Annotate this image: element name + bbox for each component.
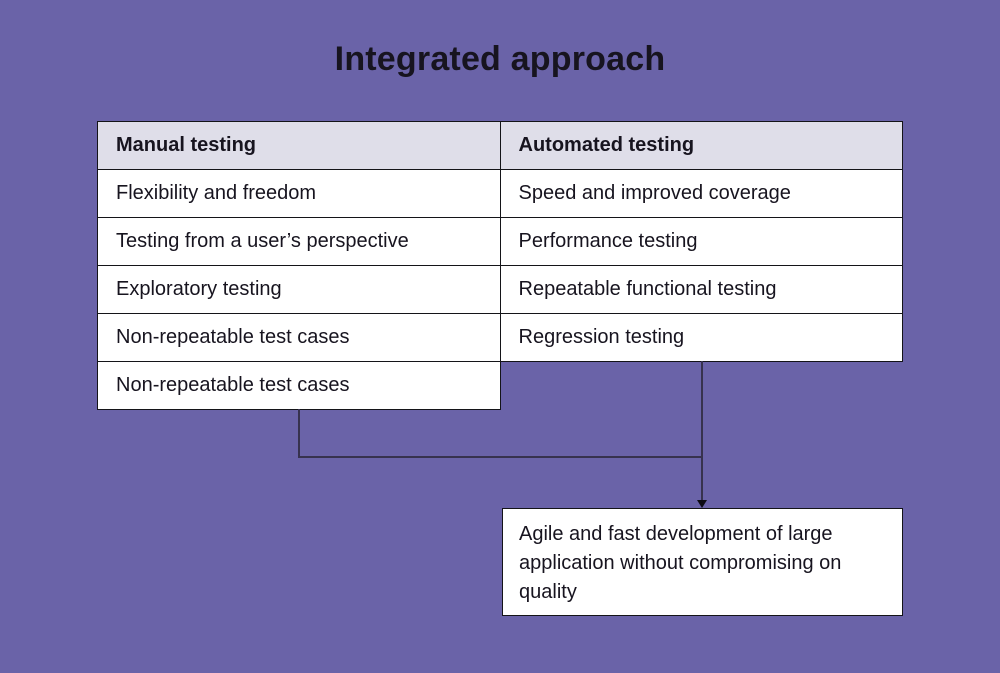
- manual-cell: Exploratory testing: [97, 265, 501, 314]
- automated-cell: Speed and improved coverage: [499, 169, 903, 218]
- manual-cell: Non-repeatable test cases: [97, 313, 501, 362]
- comparison-table: Manual testing Automated testing Flexibi…: [97, 121, 903, 410]
- result-box: Agile and fast development of large appl…: [502, 508, 903, 616]
- result-text: Agile and fast development of large appl…: [519, 523, 842, 603]
- arrow-down-icon: [697, 500, 707, 508]
- connector-line-left-vertical: [298, 409, 300, 458]
- connector-line-horizontal: [298, 456, 703, 458]
- connector-line-right-vertical: [701, 361, 703, 501]
- automated-cell: Regression testing: [499, 313, 903, 362]
- manual-cell: Testing from a user’s perspective: [97, 217, 501, 266]
- automated-cell: Performance testing: [499, 217, 903, 266]
- table-row: Non-repeatable test cases: [97, 361, 903, 410]
- table-header-row: Manual testing Automated testing: [97, 121, 903, 170]
- manual-cell: Non-repeatable test cases: [97, 361, 501, 410]
- page-title: Integrated approach: [334, 40, 666, 78]
- automated-cell: Repeatable functional testing: [499, 265, 903, 314]
- column-header-automated: Automated testing: [499, 121, 903, 170]
- column-header-manual: Manual testing: [97, 121, 501, 170]
- manual-cell: Flexibility and freedom: [97, 169, 501, 218]
